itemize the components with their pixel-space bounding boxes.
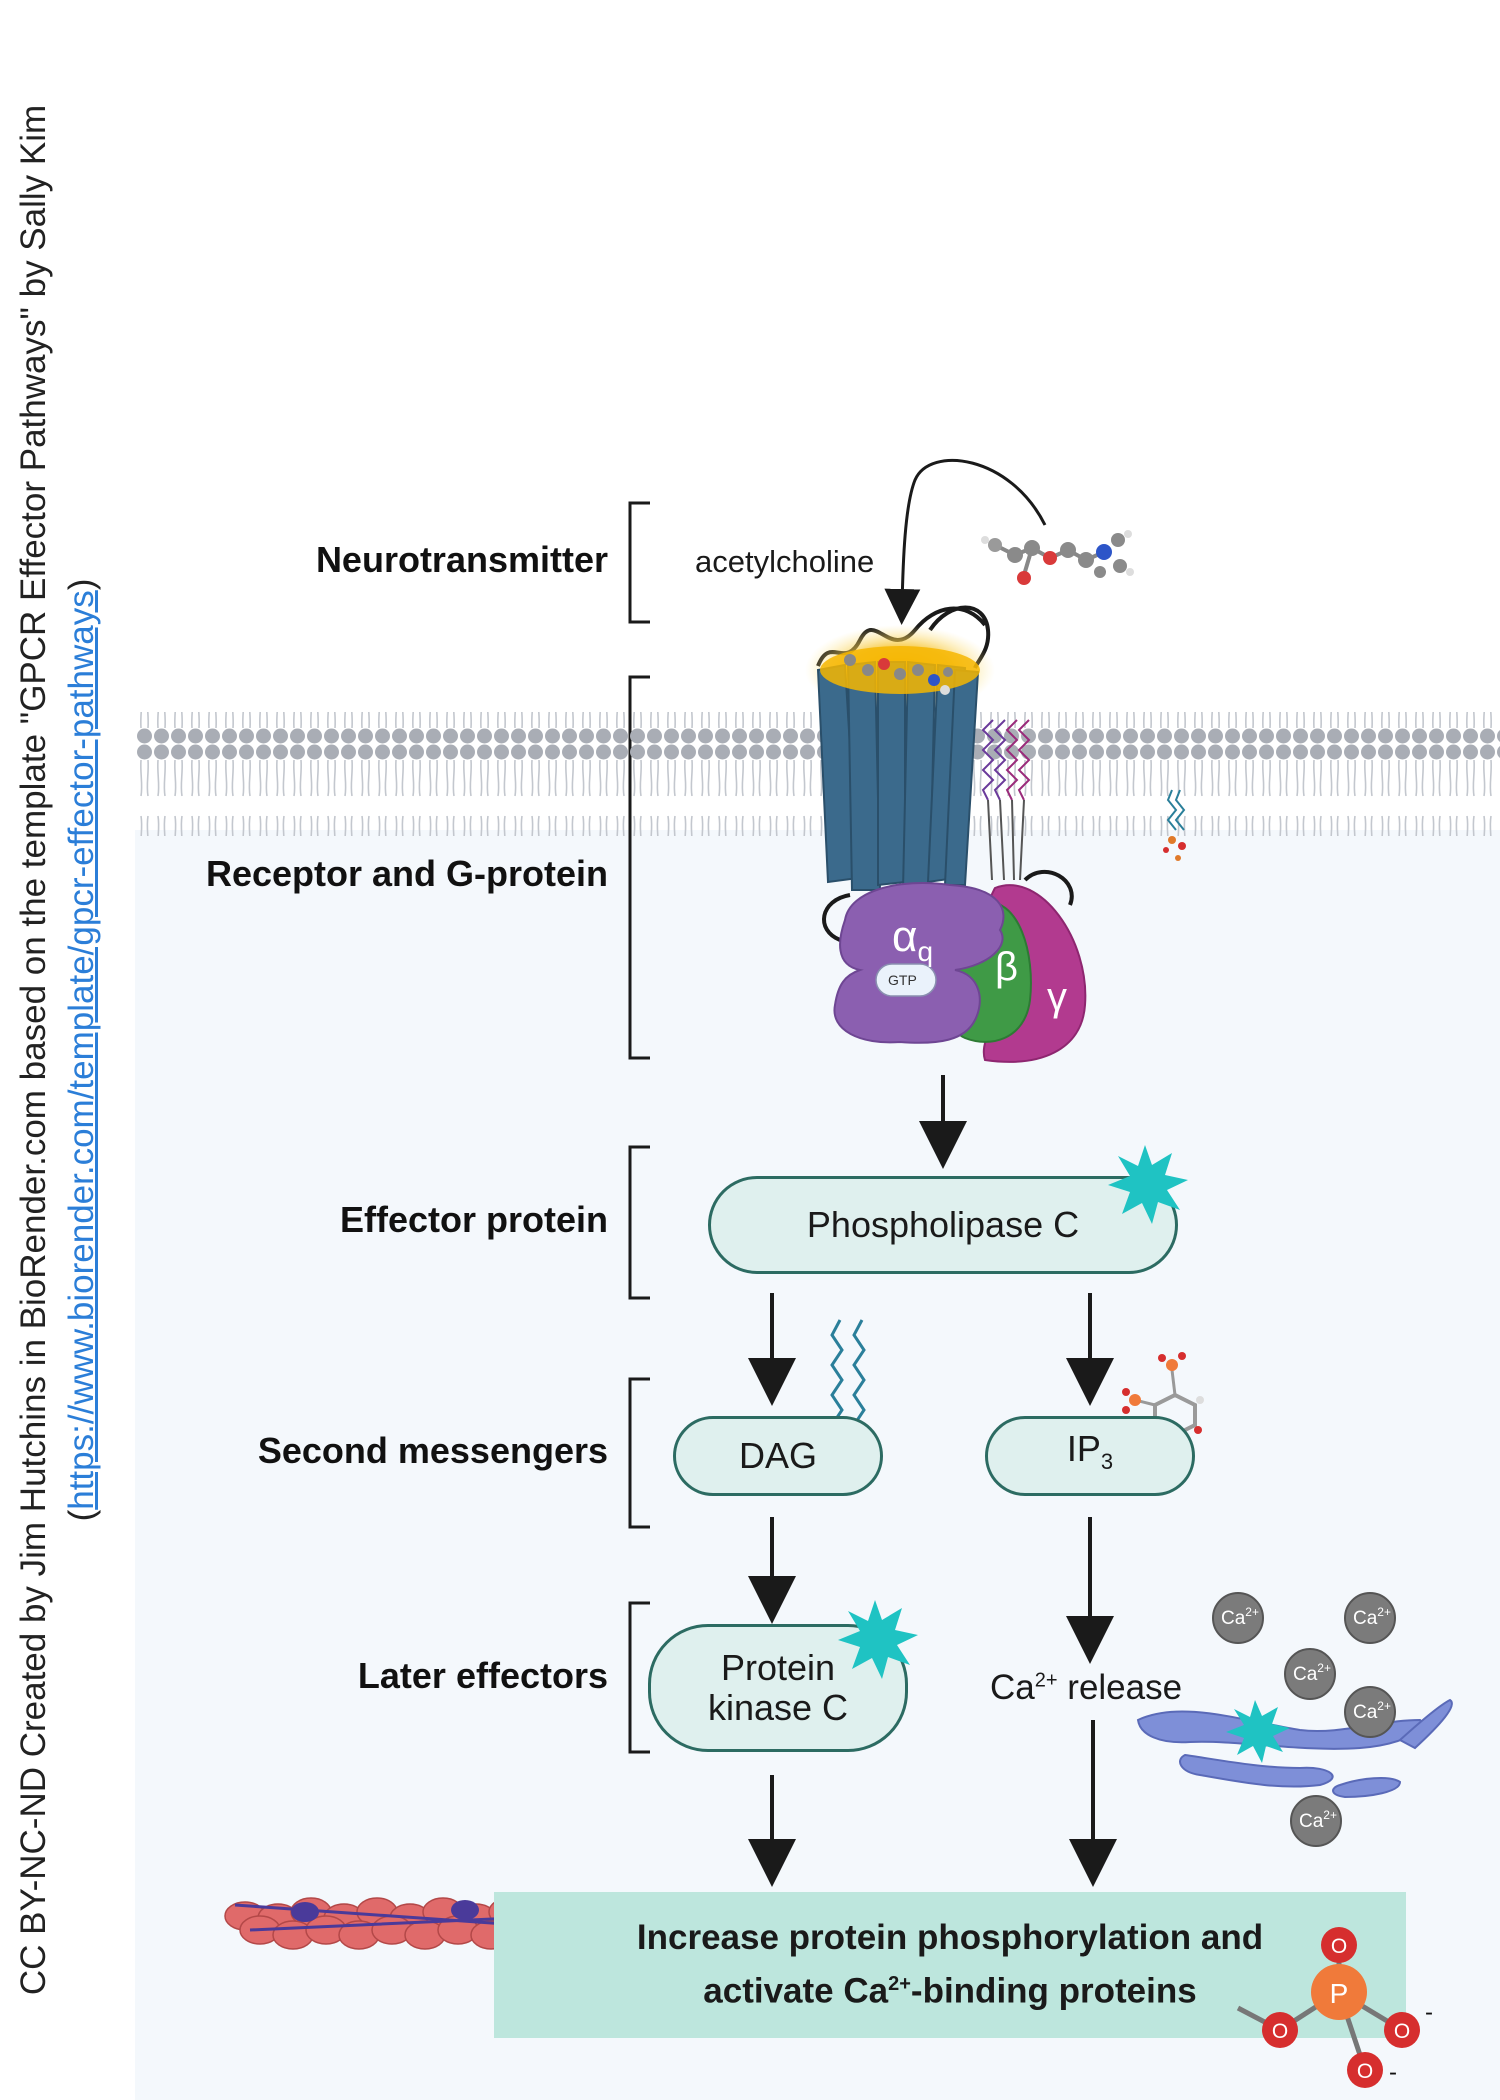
phospholipase-c-label: Phospholipase C bbox=[806, 1204, 1080, 1245]
ca-release-sup: 2+ bbox=[1034, 1669, 1058, 1692]
alpha-subunit-label: αq bbox=[892, 912, 933, 968]
beta-subunit-label: β bbox=[995, 945, 1019, 989]
negative-charge: - bbox=[1389, 2059, 1397, 2086]
negative-charge: - bbox=[1425, 1999, 1433, 2026]
gtp-tag bbox=[875, 963, 937, 997]
svg-text:Ca2+: Ca2+ bbox=[1299, 1808, 1337, 1832]
acetylcholine-molecule bbox=[981, 530, 1134, 585]
gamma-subunit-label: γ bbox=[1047, 975, 1067, 1019]
stage-label-later-effectors: Later effectors bbox=[357, 1655, 608, 1696]
bracket-receptor bbox=[628, 675, 650, 1060]
ip3-pill: IP3 bbox=[985, 1416, 1195, 1496]
acetylcholine-label: acetylcholine bbox=[695, 544, 875, 579]
ca-release-prefix: Ca bbox=[990, 1668, 1035, 1707]
result-line-2-prefix: activate Ca bbox=[703, 1971, 889, 2011]
ip3-label: IP3 bbox=[1067, 1429, 1113, 1482]
oxygen-atom: O bbox=[1321, 1927, 1357, 1963]
stage-label-second-messengers: Second messengers bbox=[257, 1430, 608, 1471]
ip3-subscript: 3 bbox=[1100, 1449, 1114, 1475]
stage-label-neurotransmitter: Neurotransmitter bbox=[315, 539, 608, 580]
dag-pill: DAG bbox=[673, 1416, 883, 1496]
calcium-ion: Ca2+ bbox=[1344, 1686, 1396, 1738]
svg-text:Ca2+: Ca2+ bbox=[1353, 1605, 1391, 1629]
bracket-effector bbox=[628, 1145, 650, 1300]
calcium-ion: Ca2+ bbox=[1344, 1592, 1396, 1644]
pkc-activation-star bbox=[838, 1600, 918, 1679]
bracket-second-messengers bbox=[628, 1377, 650, 1529]
result-line-1: Increase protein phosphorylation and bbox=[636, 1918, 1264, 1958]
stage-brackets bbox=[628, 501, 650, 1754]
ca-release-suffix: release bbox=[1057, 1668, 1183, 1707]
alpha-subscript: q bbox=[917, 935, 934, 967]
svg-text:O: O bbox=[1394, 2020, 1410, 2043]
result-line-2-sup: 2+ bbox=[888, 1973, 911, 1996]
pathway-arrows bbox=[748, 1075, 1117, 1887]
stage-label-effector: Effector protein bbox=[339, 1199, 608, 1240]
calcium-release-label: Ca2+ release bbox=[990, 1668, 1182, 1708]
gpcr-receptor bbox=[805, 605, 995, 891]
svg-text:O: O bbox=[1357, 2060, 1373, 2083]
phospholipase-c-pill: Phospholipase C bbox=[708, 1176, 1178, 1274]
cell-membrane bbox=[135, 712, 1500, 836]
svg-text:O: O bbox=[1272, 2020, 1288, 2043]
alpha-symbol: α bbox=[892, 912, 918, 961]
bound-acetylcholine bbox=[844, 654, 953, 695]
binding-arrow bbox=[884, 459, 1047, 625]
er-activation-star bbox=[1226, 1700, 1290, 1763]
g-protein-heterotrimer bbox=[822, 869, 1087, 1063]
stage-label-receptor: Receptor and G-protein bbox=[205, 853, 608, 894]
plc-activation-star bbox=[1108, 1145, 1188, 1224]
svg-text:Ca2+: Ca2+ bbox=[1353, 1699, 1391, 1723]
oxygen-atom: O bbox=[1384, 2012, 1420, 2048]
calcium-ion: Ca2+ bbox=[1290, 1795, 1342, 1847]
gtp-label: GTP bbox=[888, 972, 917, 988]
bracket-neurotransmitter bbox=[628, 501, 650, 624]
oxygen-atom: O bbox=[1347, 2052, 1383, 2088]
bracket-later-effectors bbox=[628, 1601, 650, 1754]
svg-text:Ca2+: Ca2+ bbox=[1293, 1661, 1331, 1685]
pkc-line-1: Protein bbox=[720, 1647, 836, 1688]
result-line-2: activate Ca2+-binding proteins bbox=[703, 1961, 1196, 2015]
svg-text:Ca2+: Ca2+ bbox=[1221, 1605, 1259, 1629]
svg-text:O: O bbox=[1331, 1935, 1347, 1958]
calcium-ion: Ca2+ bbox=[1212, 1592, 1264, 1644]
dag-label: DAG bbox=[738, 1435, 817, 1476]
lipid-anchors bbox=[981, 719, 1031, 881]
svg-text:P: P bbox=[1330, 1978, 1349, 2009]
ip3-text: IP bbox=[1066, 1428, 1101, 1470]
result-line-2-suffix: -binding proteins bbox=[910, 1971, 1197, 2011]
pip2-lipid bbox=[1163, 789, 1186, 861]
pkc-line-2: kinase C bbox=[707, 1687, 849, 1728]
calcium-ion: Ca2+ bbox=[1284, 1648, 1336, 1700]
oxygen-atom: O bbox=[1262, 2012, 1298, 2048]
phosphorus-atom: P bbox=[1311, 1964, 1367, 2020]
